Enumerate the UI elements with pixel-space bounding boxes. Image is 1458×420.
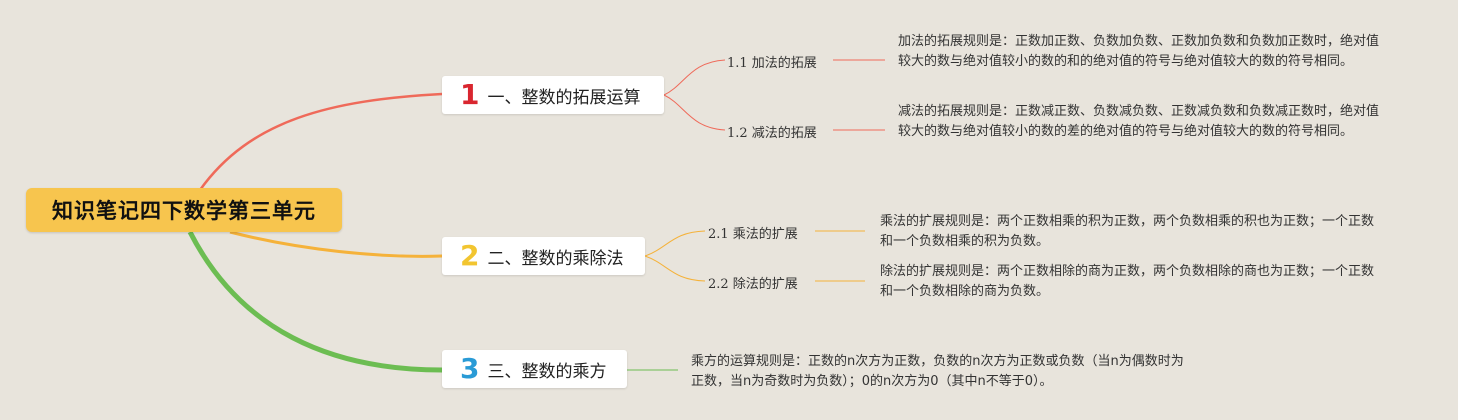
- topic-1[interactable]: 1 一、整数的拓展运算: [442, 76, 664, 114]
- subtopic-2-1[interactable]: 2.1 乘法的扩展: [708, 227, 798, 242]
- number-2-icon: 2: [460, 239, 480, 272]
- branch-line-2: [229, 230, 443, 258]
- topic-label: 三、整数的乘方: [487, 361, 607, 382]
- topic-2[interactable]: 2 二、整数的乘除法: [442, 237, 645, 275]
- note-2-1: 乘法的扩展规则是：两个正数相乘的积为正数，两个负数相乘的积也为正数；一个正数和一…: [880, 214, 1375, 249]
- topic-label: 一、整数的拓展运算: [487, 87, 641, 108]
- subtopic-1-2[interactable]: 1.2 减法的拓展: [727, 126, 817, 141]
- sub-line-2-1: [644, 230, 706, 257]
- note-2-2: 除法的扩展规则是：两个正数相除的商为正数，两个负数相除的商也为正数；一个正数和一…: [880, 264, 1375, 299]
- topic-3[interactable]: 3 三、整数的乘方: [442, 350, 627, 388]
- subtopic-1-1[interactable]: 1.1 加法的拓展: [727, 56, 817, 71]
- number-1-icon: 1: [460, 78, 480, 111]
- sub-line-2-2: [644, 255, 706, 282]
- note-1-2: 减法的拓展规则是：正数减正数、负数减负数、正数减负数和负数减正数时，绝对值较大的…: [898, 104, 1380, 139]
- note-1-1: 加法的拓展规则是：正数加正数、负数加负数、正数加负数和负数加正数时，绝对值较大的…: [898, 34, 1380, 69]
- branch-line-3: [187, 230, 443, 373]
- sub-line-1-2: [663, 94, 726, 131]
- subtopic-2-2[interactable]: 2.2 除法的扩展: [708, 277, 798, 292]
- note-3: 乘方的运算规则是：正数的n次方为正数，负数的n次方为正数或负数（当n为偶数时为正…: [691, 354, 1184, 389]
- topic-label: 二、整数的乘除法: [487, 248, 624, 269]
- sub-line-1-1: [663, 59, 726, 96]
- branch-line-1: [198, 92, 443, 191]
- root-node[interactable]: 知识笔记四下数学第三单元: [26, 188, 342, 232]
- number-3-icon: 3: [460, 352, 480, 385]
